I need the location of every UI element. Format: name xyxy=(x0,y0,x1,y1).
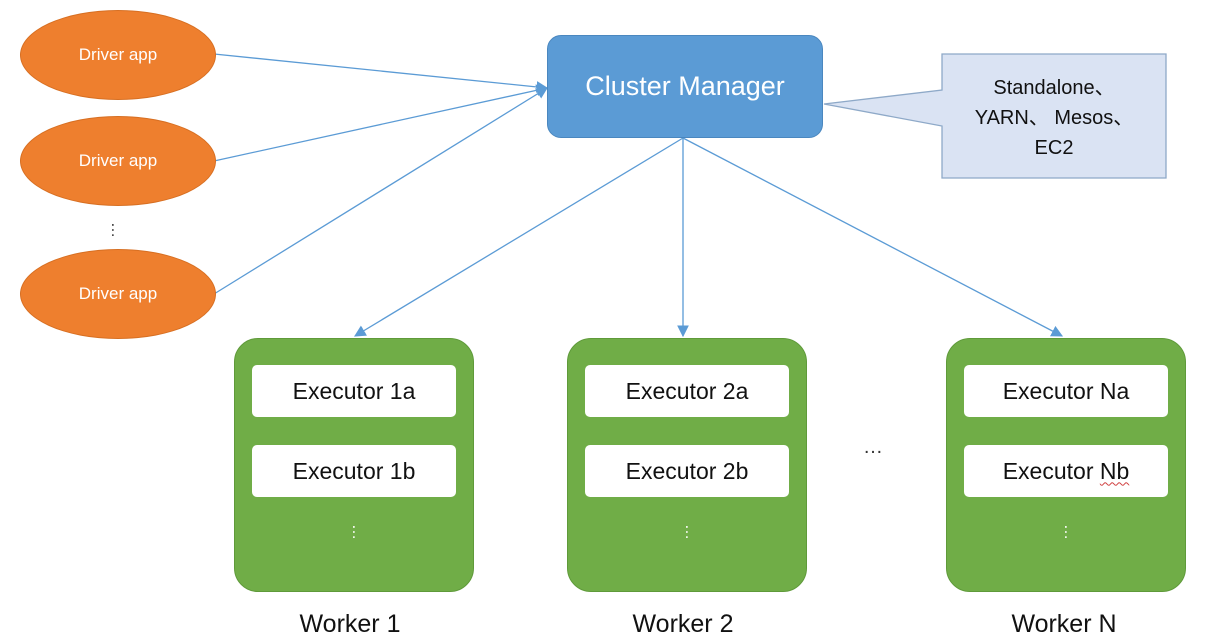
executor-label: Executor Na xyxy=(1002,377,1130,404)
cluster-manager: Cluster Manager xyxy=(547,35,823,138)
cluster-manager-label: Cluster Manager xyxy=(585,71,785,101)
arrow-driver2-to-manager xyxy=(213,84,549,162)
executor-label: Executor 1b xyxy=(292,457,416,484)
executor-label: Executor 2b xyxy=(625,457,749,484)
executors-ellipsis: … xyxy=(1061,524,1078,540)
arrow-driver1-to-manager xyxy=(213,53,549,93)
executor-label: Executor 1a xyxy=(292,377,416,404)
callout-line: Standalone、 xyxy=(993,77,1115,99)
driver-app-label: Driver app xyxy=(78,284,158,303)
executor-2b: Executor 2b xyxy=(585,445,789,497)
executor-label: Executor 2a xyxy=(625,377,749,404)
executor-label: Executor Nb xyxy=(1002,457,1130,484)
arrow-manager-to-worker1 xyxy=(353,137,684,337)
worker-n: Executor Na Executor Nb … xyxy=(946,338,1186,592)
worker-1: Executor 1a Executor 1b … xyxy=(234,338,474,592)
executor-nb: Executor Nb xyxy=(964,445,1168,497)
callout-text: Standalone、 YARN、 Mesos、 EC2 xyxy=(942,58,1166,178)
executor-2a: Executor 2a xyxy=(585,365,789,417)
worker-1-label: Worker 1 xyxy=(299,610,401,638)
executors-ellipsis: … xyxy=(349,524,366,540)
workers-ellipsis: … xyxy=(863,436,884,458)
driver-app-3: Driver app xyxy=(20,249,216,339)
executor-1a: Executor 1a xyxy=(252,365,456,417)
worker-2: Executor 2a Executor 2b … xyxy=(567,338,807,592)
callout-bubble xyxy=(823,53,1167,179)
callout-line: EC2 xyxy=(1034,137,1074,159)
executor-na: Executor Na xyxy=(964,365,1168,417)
worker-2-label: Worker 2 xyxy=(632,610,734,638)
driver-app-2: Driver app xyxy=(20,116,216,206)
executors-ellipsis: … xyxy=(682,524,699,540)
executor-1b: Executor 1b xyxy=(252,445,456,497)
driver-app-1: Driver app xyxy=(20,10,216,100)
arrow-driver3-to-manager xyxy=(213,87,548,295)
drivers-ellipsis: … xyxy=(108,222,125,238)
spellcheck-underline: Nb xyxy=(1099,457,1130,484)
driver-app-label: Driver app xyxy=(78,45,158,64)
arrow-manager-to-workerN xyxy=(682,137,1064,337)
worker-n-label: Worker N xyxy=(1011,610,1117,638)
callout-line: YARN、 Mesos、 xyxy=(974,107,1134,129)
driver-app-label: Driver app xyxy=(78,151,158,170)
